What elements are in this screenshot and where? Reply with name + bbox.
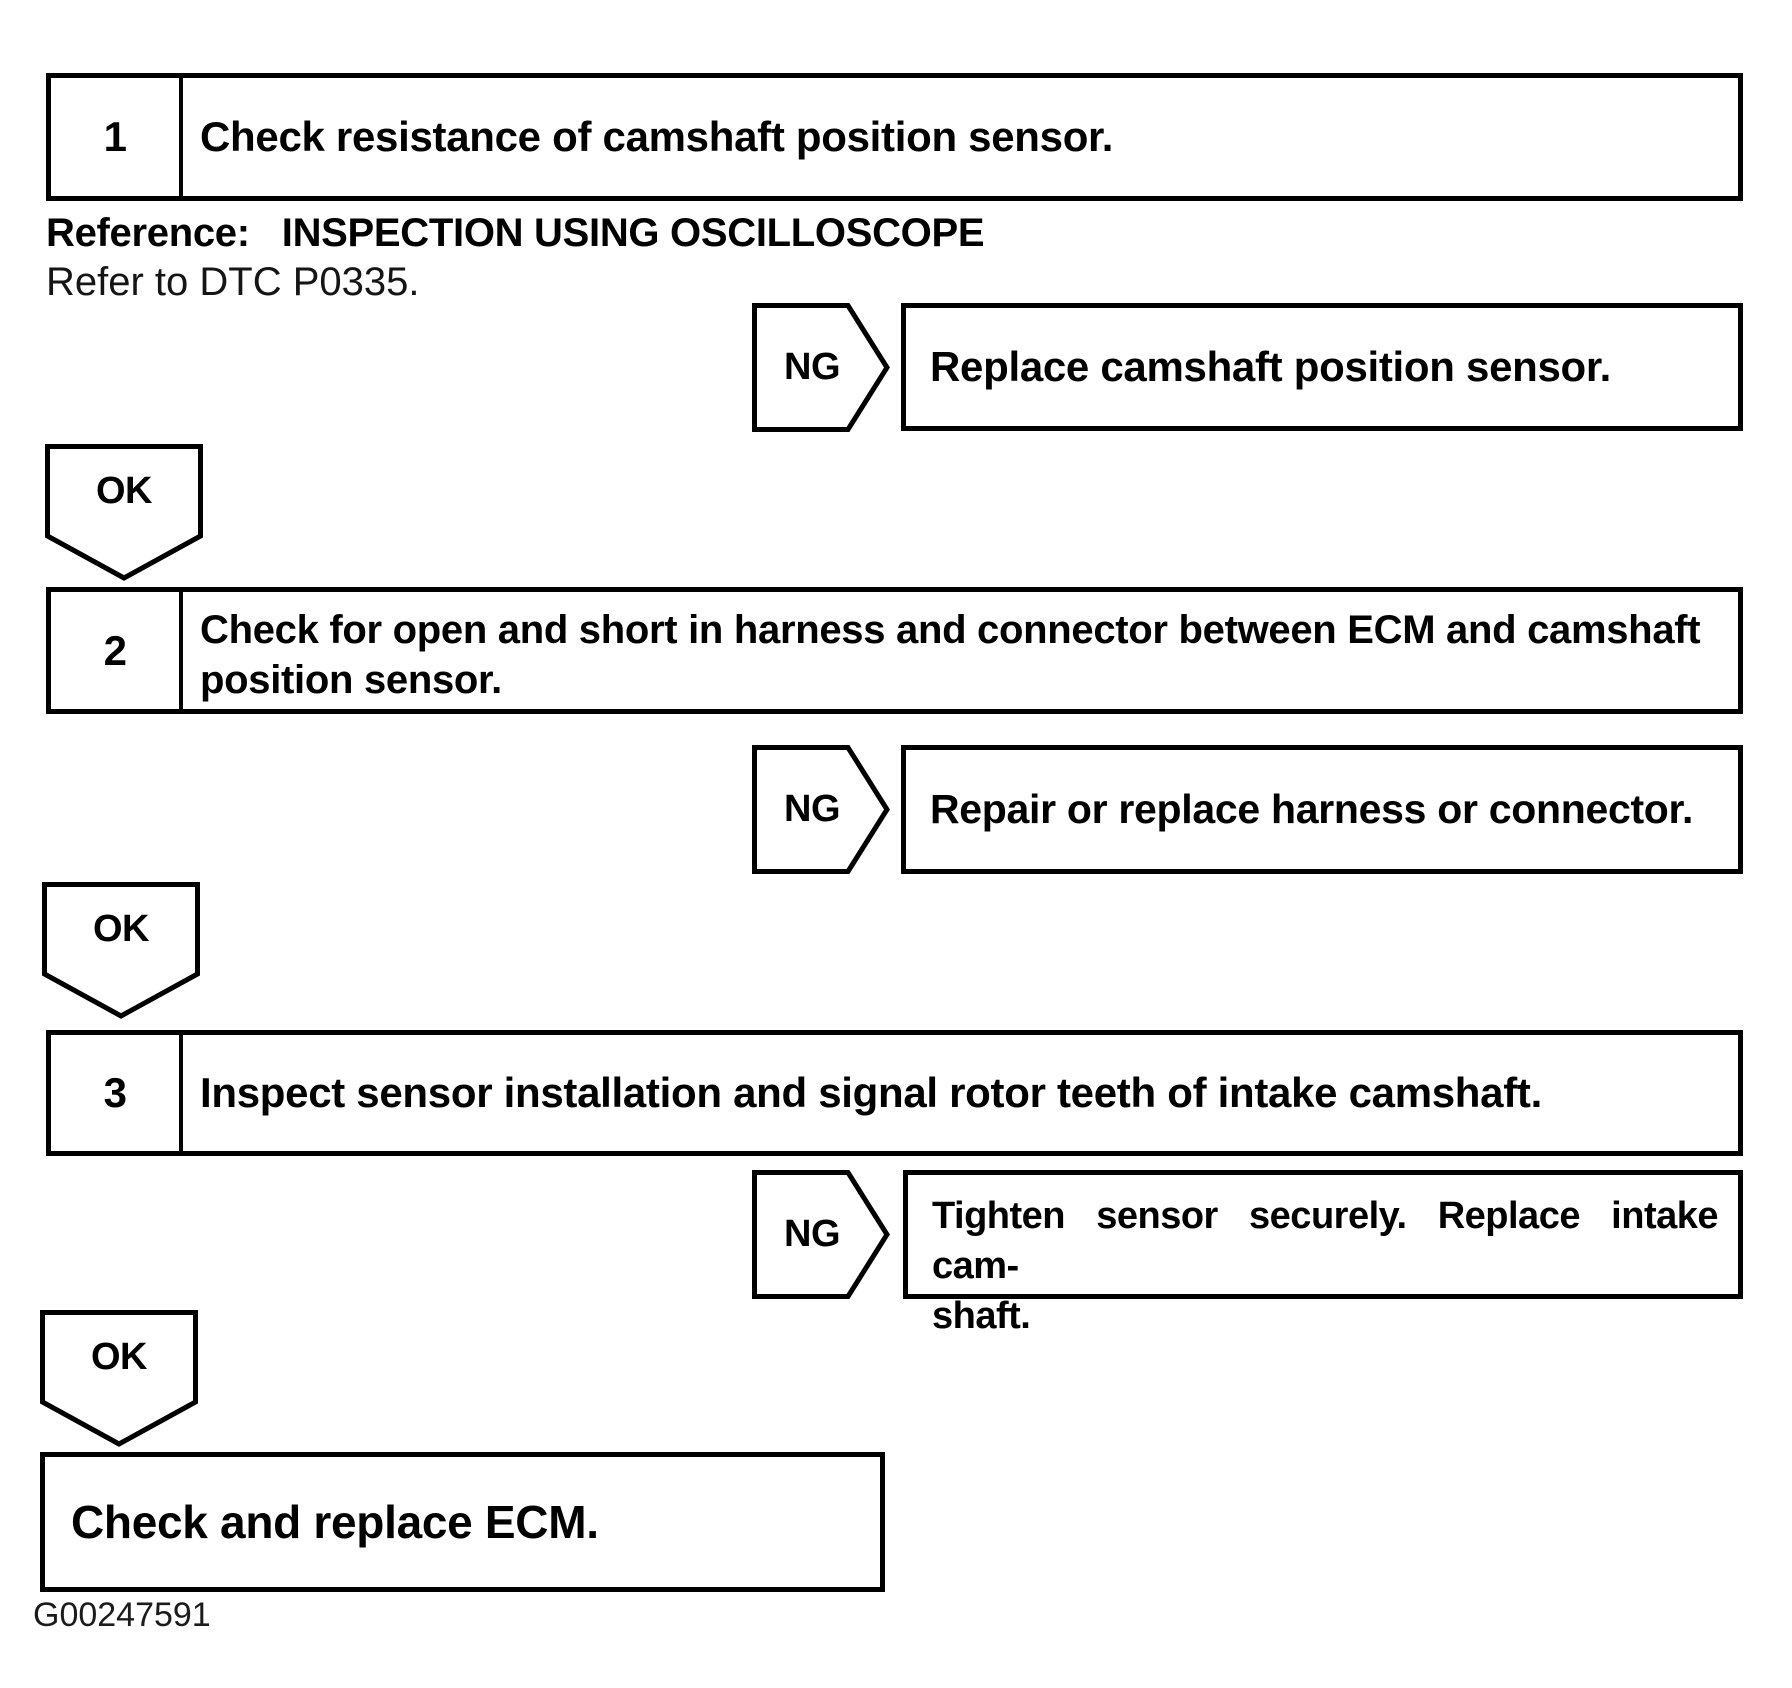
reference-note: Refer to DTC P0335. xyxy=(46,260,420,304)
step-2-ng-result-text: Repair or replace harness or connector. xyxy=(930,786,1694,832)
step-2-number: 2 xyxy=(51,592,183,709)
ng-arrow-step-2: NG xyxy=(752,745,890,874)
ok-pentagon-icon xyxy=(42,882,200,1019)
ng-label: NG xyxy=(784,1213,841,1255)
figure-id: G00247591 xyxy=(33,1596,211,1634)
step-3-instruction: Inspect sensor installation and signal r… xyxy=(183,1035,1738,1151)
ng-pentagon-icon xyxy=(752,745,890,874)
step-1-instruction-text: Check resistance of camshaft position se… xyxy=(200,113,1114,160)
step-2-instruction: Check for open and short in harness and … xyxy=(183,592,1738,709)
ok-arrow-1: OK xyxy=(45,444,203,581)
ok-label: OK xyxy=(96,470,153,512)
step-3-ng-result-line-2: shaft. xyxy=(932,1295,1031,1337)
step-2-instruction-line-2: position sensor. xyxy=(200,658,502,702)
ok-pentagon-icon xyxy=(45,444,203,581)
ok-label: OK xyxy=(91,1336,148,1378)
step-3-instruction-text: Inspect sensor installation and signal r… xyxy=(200,1069,1542,1116)
step-3-ng-result-box: Tighten sensor securely. Replace intake … xyxy=(903,1170,1743,1337)
ng-pentagon-icon xyxy=(752,303,890,432)
ng-label: NG xyxy=(784,346,841,388)
step-1-instruction: Check resistance of camshaft position se… xyxy=(183,78,1738,196)
reference-label: Reference: xyxy=(46,211,250,255)
ok-pentagon-icon xyxy=(40,1310,198,1447)
step-2-box: 2 Check for open and short in harness an… xyxy=(46,587,1743,714)
step-2-instruction-line-1: Check for open and short in harness and … xyxy=(200,608,1701,652)
final-action-text: Check and replace ECM. xyxy=(71,1496,599,1548)
step-1-box: 1 Check resistance of camshaft position … xyxy=(46,73,1743,201)
step-1-ng-result-box: Replace camshaft position sensor. xyxy=(901,303,1743,431)
ok-label: OK xyxy=(93,908,150,950)
step-3-ng-result-line-1: Tighten sensor securely. Replace intake … xyxy=(932,1195,1719,1287)
ok-arrow-3: OK xyxy=(40,1310,198,1447)
step-1-number: 1 xyxy=(51,78,183,196)
ng-arrow-step-1: NG xyxy=(752,303,890,432)
step-3-number: 3 xyxy=(51,1035,183,1151)
step-2-ng-result-box: Repair or replace harness or connector. xyxy=(901,745,1743,874)
reference-value: INSPECTION USING OSCILLOSCOPE xyxy=(281,211,985,255)
ng-arrow-step-3: NG xyxy=(752,1170,890,1299)
step-1-ng-result-text: Replace camshaft position sensor. xyxy=(930,343,1611,390)
ng-pentagon-icon xyxy=(752,1170,890,1299)
final-action-box: Check and replace ECM. xyxy=(40,1452,885,1592)
ok-arrow-2: OK xyxy=(42,882,200,1019)
step-3-box: 3 Inspect sensor installation and signal… xyxy=(46,1030,1743,1156)
reference-line: Reference: INSPECTION USING OSCILLOSCOPE xyxy=(46,211,985,256)
ng-label: NG xyxy=(784,788,841,830)
